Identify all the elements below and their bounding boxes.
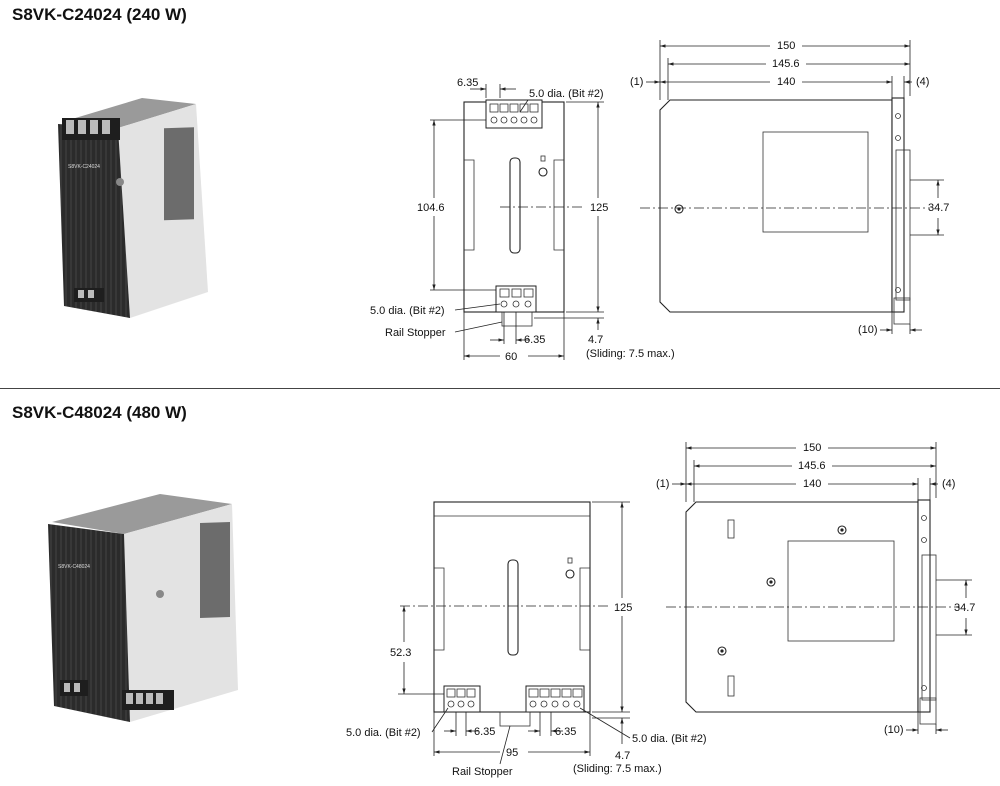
right-terminal-block	[525, 685, 585, 713]
side-dim-depth-body: 140	[777, 76, 795, 88]
front-top-terminal-callout: 5.0 dia. (Bit #2)	[529, 88, 604, 100]
front480-dim-width: 95	[506, 747, 518, 759]
front-bottom-terminal-callout: 5.0 dia. (Bit #2)	[370, 305, 445, 317]
side480-note-left: (1)	[656, 478, 669, 490]
front480-sliding-note: (Sliding: 7.5 max.)	[573, 763, 662, 775]
product-photo-480w: S8VK-C48024	[48, 494, 238, 722]
side-note-bottom: (10)	[858, 324, 878, 336]
front480-dim-center-height: 52.3	[390, 647, 411, 659]
front480-left-terminal-callout: 5.0 dia. (Bit #2)	[346, 727, 421, 739]
front480-rail-stopper-callout: Rail Stopper	[452, 766, 513, 778]
side480-dim-rail-height: 34.7	[954, 602, 975, 614]
front-dim-inner-height: 104.6	[417, 202, 445, 214]
front480-right-terminal-callout: 5.0 dia. (Bit #2)	[632, 733, 707, 745]
side480-dim-depth-mid: 145.6	[798, 460, 826, 472]
front480-dim-height: 125	[614, 602, 632, 614]
front480-dim-left-pitch: 6.35	[474, 726, 495, 738]
photo-label-480w: S8VK-C48024	[58, 564, 90, 570]
front-dim-top-pitch: 6.35	[457, 77, 478, 89]
section-title-240w: S8VK-C24024 (240 W)	[12, 5, 187, 24]
side480-dim-depth-total: 150	[803, 442, 821, 454]
left-terminal-block	[443, 685, 481, 713]
side480-label-area	[787, 540, 895, 642]
side-view-240w: 150 145.6 140 (1) (4) 34.7 (10)	[630, 40, 949, 336]
product-photo-240w: S8VK-C24024	[58, 98, 208, 318]
bottom-terminal-block	[495, 285, 537, 313]
front480-dim-right-pitch: 6.35	[555, 726, 576, 738]
side480-note-bottom: (10)	[884, 724, 904, 736]
side-note-right: (4)	[916, 76, 929, 88]
section-title-480w: S8VK-C48024 (480 W)	[12, 403, 187, 422]
side480-dim-depth-body: 140	[803, 478, 821, 490]
side-view-480w: 150 145.6 140 (1) (4) 34.7 (10)	[656, 442, 975, 736]
side-dim-depth-mid: 145.6	[772, 58, 800, 70]
side-dim-depth-total: 150	[777, 40, 795, 52]
front-dim-height: 125	[590, 202, 608, 214]
side-dim-rail-height: 34.7	[928, 202, 949, 214]
front-view-480w: 125 52.3 5.0 dia. (Bit #2) 6.35 6.35 5.0…	[346, 501, 707, 778]
front-dim-rail-offset: 4.7	[588, 334, 603, 346]
front-dim-bottom-pitch: 6.35	[524, 334, 545, 346]
front-dim-width: 60	[505, 351, 517, 363]
side480-note-right: (4)	[942, 478, 955, 490]
side-label-area	[762, 131, 869, 233]
photo-label-240w: S8VK-C24024	[68, 164, 100, 170]
front480-dim-rail-offset: 4.7	[615, 750, 630, 762]
front-view-240w: 6.35 5.0 dia. (Bit #2) 104.6 125 5.0 dia…	[370, 77, 675, 363]
front-rail-stopper-callout: Rail Stopper	[385, 327, 446, 339]
side-note-left: (1)	[630, 76, 643, 88]
front-sliding-note: (Sliding: 7.5 max.)	[586, 348, 675, 360]
section-divider	[0, 388, 1000, 389]
